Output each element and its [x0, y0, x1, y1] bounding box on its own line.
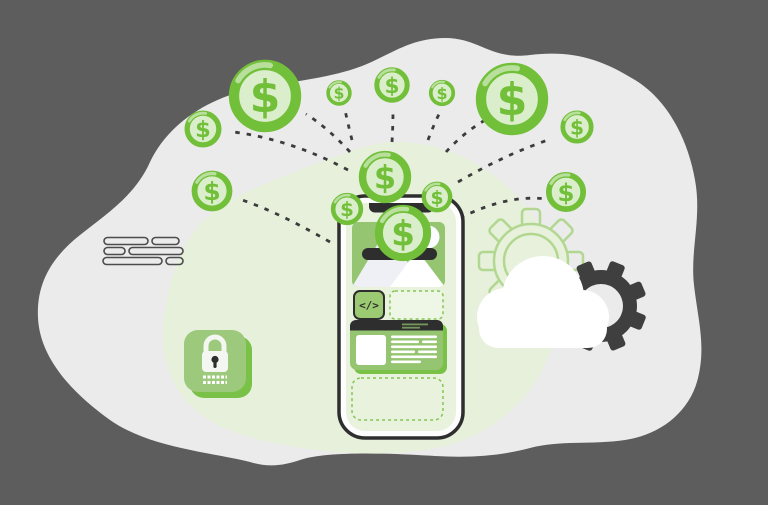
dashed-connector — [343, 109, 354, 141]
dashed-connector — [459, 196, 547, 220]
text-line — [391, 335, 437, 339]
cloud-gears-group — [477, 207, 646, 351]
code-icon-bg — [353, 290, 385, 320]
dashed-connector — [457, 137, 552, 184]
text-pill — [128, 246, 184, 256]
text-line — [391, 345, 437, 349]
card-thumbnail — [356, 335, 386, 365]
text-pill — [151, 236, 180, 246]
code-icon: </> — [353, 290, 385, 320]
card-header-tick — [402, 323, 428, 326]
card-text-lines — [391, 335, 437, 364]
text-line — [418, 350, 437, 354]
text-line — [391, 360, 421, 364]
text-pill — [102, 256, 163, 266]
dashed-connector — [233, 130, 349, 172]
code-icon-glyph: </> — [359, 299, 379, 312]
text-line — [391, 355, 437, 359]
text-lines-decoration — [102, 236, 184, 266]
text-line — [422, 340, 437, 344]
text-line — [391, 340, 419, 344]
dashed-connector — [426, 109, 443, 141]
lock-shackle — [203, 334, 227, 353]
content-card — [350, 320, 447, 374]
cloud-icon — [477, 256, 609, 348]
text-pill — [103, 246, 126, 256]
dashed-connectors — [233, 109, 552, 244]
text-line — [391, 350, 415, 354]
dashed-connector — [390, 109, 395, 143]
keyhole-stem — [213, 361, 217, 368]
card-header-tick — [402, 326, 420, 329]
dashed-placeholder-small — [389, 290, 444, 320]
image-mountain-front — [390, 250, 445, 287]
dashed-connector — [444, 117, 488, 153]
text-pill — [103, 236, 149, 246]
card-header-bar — [350, 320, 443, 331]
keyhole-icon — [211, 355, 219, 364]
text-pill — [165, 256, 184, 266]
dashed-placeholder-large — [351, 377, 444, 421]
padlock-icon — [184, 330, 252, 398]
